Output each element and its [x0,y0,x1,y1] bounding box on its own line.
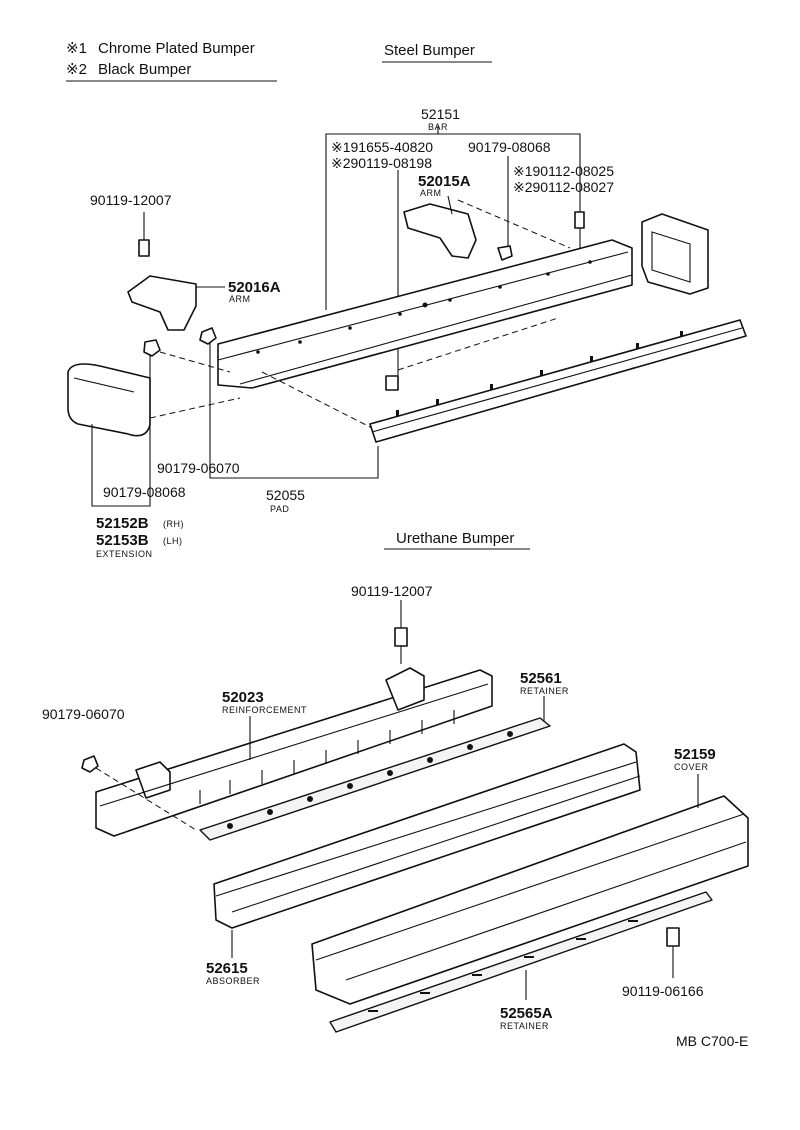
nut-urethane-left [81,755,99,773]
label-pad-number: 52055 [266,487,305,503]
bumper-cover [311,795,749,1005]
label-ext-rh: 52152B [96,515,149,532]
label-ext-lh-suffix: (LH) [163,536,183,546]
figure-code: MB C700-E [676,1033,748,1049]
label-bolt-1b: ※290119-08198 [331,155,432,171]
label-ext-rh-suffix: (RH) [163,519,184,529]
label-bolt-left: 90119-12007 [90,192,172,208]
bolt-right [574,211,585,229]
label-cover-number: 52159 [674,746,716,763]
extension-left [67,363,151,437]
bolt-center [385,375,399,391]
label-bolt-rh-a: ※190112-08025 [513,163,614,179]
label-bolt-top: 90119-12007 [351,583,433,599]
bolt-lower-right [666,927,680,947]
legend-mark-2: ※2 [66,61,87,78]
label-bolt-rh-b: ※290112-08027 [513,179,614,195]
bolt-left [138,239,150,257]
label-bar-name: BAR [428,122,448,132]
label-pad-name: PAD [270,504,289,514]
steel-bumper-assembly [67,126,747,507]
arm-right [403,203,477,259]
urethane-bumper-assembly [81,600,749,1033]
label-ext-name: EXTENSION [96,549,153,559]
label-ext-lh: 52153B [96,532,149,549]
legend-item-black: Black Bumper [98,61,191,78]
label-nut-mid: 90179-06070 [157,460,240,476]
label-bolt-1a: ※191655-40820 [331,139,433,155]
bumper-pad [369,319,747,443]
retainer-lower-slots [368,920,638,1012]
nut-mid [199,327,217,345]
label-retainer2-name: RETAINER [500,1021,549,1031]
label-arm-a-number: 52015A [418,173,471,190]
bumper-bar [217,239,633,389]
bar-leader [325,133,581,310]
label-absorber-name: ABSORBER [206,976,260,986]
reinforcement [95,669,493,837]
reinforcement-slots [199,710,455,804]
label-nut-urethane-left: 90179-06070 [42,706,125,722]
retainer-lower [329,891,713,1033]
label-reinforcement-name: REINFORCEMENT [222,705,307,715]
extension-leader [91,354,151,507]
retainer-upper [199,717,551,841]
section-title-steel: Steel Bumper [384,42,475,59]
legend-item-chrome: Chrome Plated Bumper [98,40,255,57]
bolt-top [394,627,408,647]
bar-holes [256,260,592,354]
label-nut-top: 90179-08068 [468,139,551,155]
section-title-urethane: Urethane Bumper [396,530,514,547]
legend: ※1 Chrome Plated Bumper ※2 Black Bumper [66,40,277,82]
label-bar-number: 52151 [421,106,460,122]
urethane-labels: 90119-12007 52023 REINFORCEMENT 52561 RE… [42,583,716,1031]
label-arm-b-number: 52016A [228,279,281,296]
label-nut-low: 90179-08068 [103,484,186,500]
arm-left [127,275,197,331]
label-reinforcement-number: 52023 [222,689,264,706]
pad-clips [396,331,683,416]
label-arm-b-name: ARM [229,294,251,304]
nut-left [143,339,161,357]
pad-leader [209,342,379,479]
label-absorber-number: 52615 [206,960,248,977]
nut-right [497,245,513,261]
retainer-upper-bolts [227,731,513,829]
label-cover-name: COVER [674,762,709,772]
legend-mark-1: ※1 [66,40,87,57]
label-bolt-lower-right: 90119-06166 [622,983,704,999]
label-retainer2-number: 52565A [500,1005,553,1022]
steel-labels: 52151 BAR ※191655-40820 ※290119-08198 90… [90,106,614,559]
label-retainer-name: RETAINER [520,686,569,696]
label-retainer-number: 52561 [520,670,562,687]
label-arm-a-name: ARM [420,188,442,198]
